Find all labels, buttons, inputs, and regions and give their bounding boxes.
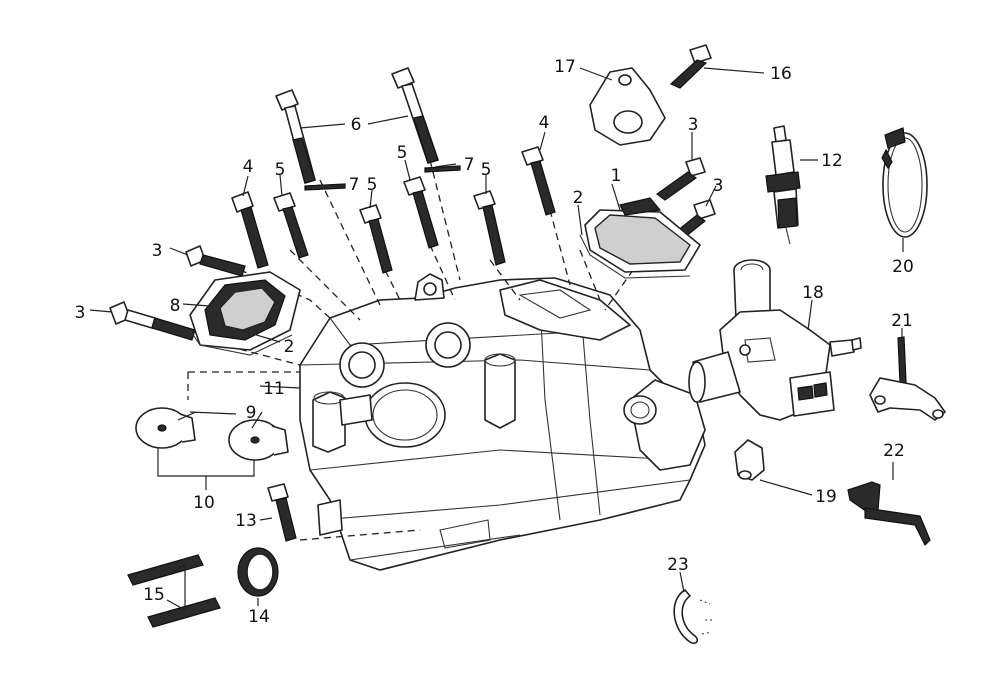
bolt-4-right — [521, 146, 556, 216]
callout-17: 17 — [554, 57, 576, 77]
callout-15: 15 — [143, 585, 165, 605]
callout-4-right: 4 — [539, 113, 550, 133]
bracket-17 — [589, 67, 666, 146]
bolt-13 — [267, 483, 297, 542]
callout-14: 14 — [248, 607, 270, 627]
leader-lines — [89, 67, 904, 612]
callout-5-d: 5 — [481, 160, 492, 180]
callout-8: 8 — [170, 296, 181, 316]
bolt-5-c — [403, 176, 439, 249]
bolt-6-right — [391, 67, 439, 164]
callout-1: 1 — [611, 166, 622, 186]
callout-4-left: 4 — [243, 157, 254, 177]
bolt-3-right-a — [655, 157, 706, 201]
callout-11: 11 — [263, 379, 285, 399]
fitting-22 — [847, 481, 931, 547]
callout-2-right: 2 — [573, 188, 584, 208]
callout-5-c: 5 — [397, 143, 408, 163]
cover-1 — [579, 197, 701, 279]
cap-10-left — [135, 407, 196, 449]
callout-21: 21 — [891, 311, 913, 331]
hose-clamp-20 — [881, 127, 928, 238]
callout-18: 18 — [802, 283, 824, 303]
dowel-pin-15-lower — [147, 597, 221, 628]
bolt-6-left — [275, 89, 316, 184]
callout-7-right: 7 — [464, 155, 475, 175]
cover-8 — [189, 271, 301, 356]
callout-19: 19 — [815, 487, 837, 507]
o-ring-23 — [673, 589, 714, 645]
bolt-3-left-lower — [109, 301, 196, 341]
callout-3-left-lower: 3 — [75, 303, 86, 323]
callout-20: 20 — [892, 257, 914, 277]
bolt-5-b — [359, 204, 393, 274]
seal-ring-14 — [237, 547, 279, 597]
callout-5-b: 5 — [367, 175, 378, 195]
bolt-3-left-upper — [185, 245, 246, 277]
callout-10: 10 — [193, 493, 215, 513]
callout-16: 16 — [770, 64, 792, 84]
bolt-5-a — [273, 192, 309, 259]
callout-23: 23 — [667, 555, 689, 575]
cap-10-right — [228, 419, 289, 461]
callout-3-right-a: 3 — [688, 115, 699, 135]
callout-labels: 1 2 2 3 3 3 3 4 4 5 5 5 5 6 7 7 8 9 10 1… — [75, 57, 914, 627]
thermostat-housing-18 — [688, 259, 862, 421]
callout-6: 6 — [351, 115, 362, 135]
callout-3-left-upper: 3 — [152, 241, 163, 261]
callout-7-left: 7 — [349, 175, 360, 195]
bolt-4-left — [231, 191, 269, 269]
callout-9: 9 — [246, 403, 257, 423]
callout-3-right-b: 3 — [713, 176, 724, 196]
sensor-19 — [734, 439, 765, 481]
washer-7-right — [424, 165, 461, 173]
bolt-16 — [669, 44, 712, 89]
callout-5-a: 5 — [275, 160, 286, 180]
dowel-pin-15-upper — [127, 554, 204, 586]
callout-13: 13 — [235, 511, 257, 531]
bolt-5-d — [473, 190, 506, 266]
callout-22: 22 — [883, 441, 905, 461]
bracket-21 — [869, 336, 946, 421]
callout-12: 12 — [821, 151, 843, 171]
spark-plug-12 — [765, 125, 801, 245]
callout-2-left: 2 — [284, 337, 295, 357]
cylinder-head — [299, 273, 706, 571]
